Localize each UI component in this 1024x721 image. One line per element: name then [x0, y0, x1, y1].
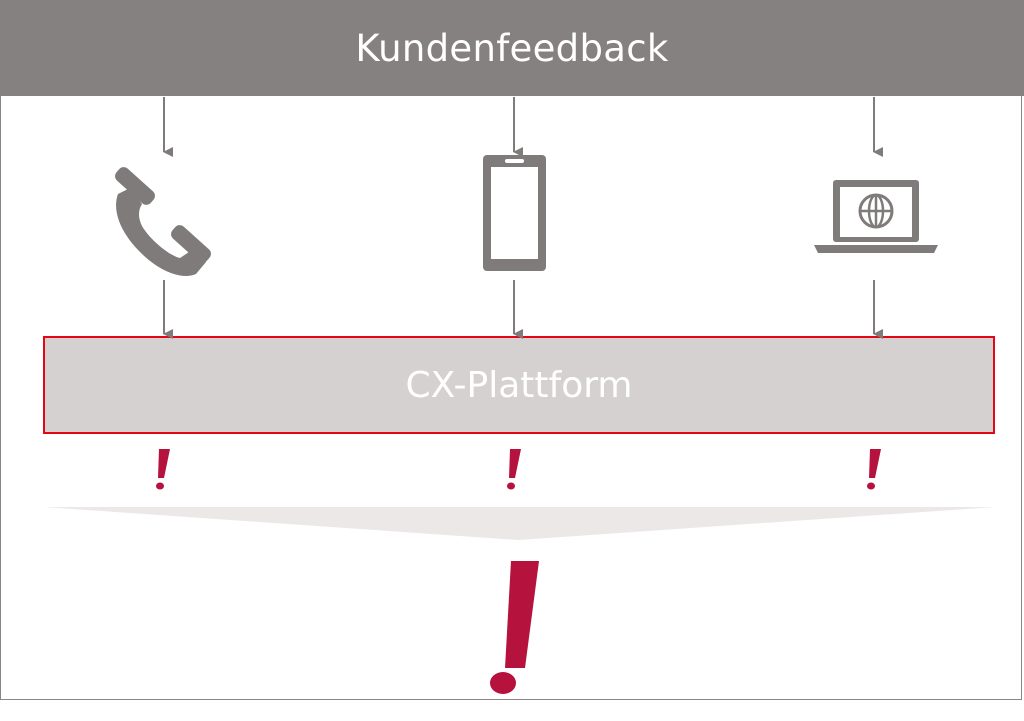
cx-platform-box: CX-Plattform [43, 336, 995, 434]
laptop-globe-icon [814, 180, 938, 253]
alert-mark-left [156, 449, 170, 490]
alert-mark-center [507, 449, 521, 490]
alert-mark-right [867, 449, 881, 490]
alert-mark-large [490, 561, 539, 694]
header-bar: Kundenfeedback [0, 0, 1024, 96]
platform-label: CX-Plattform [405, 364, 633, 406]
phone-icon [115, 167, 211, 276]
smartphone-icon [483, 155, 546, 271]
funnel-shape [44, 507, 995, 540]
header-title: Kundenfeedback [355, 26, 669, 70]
